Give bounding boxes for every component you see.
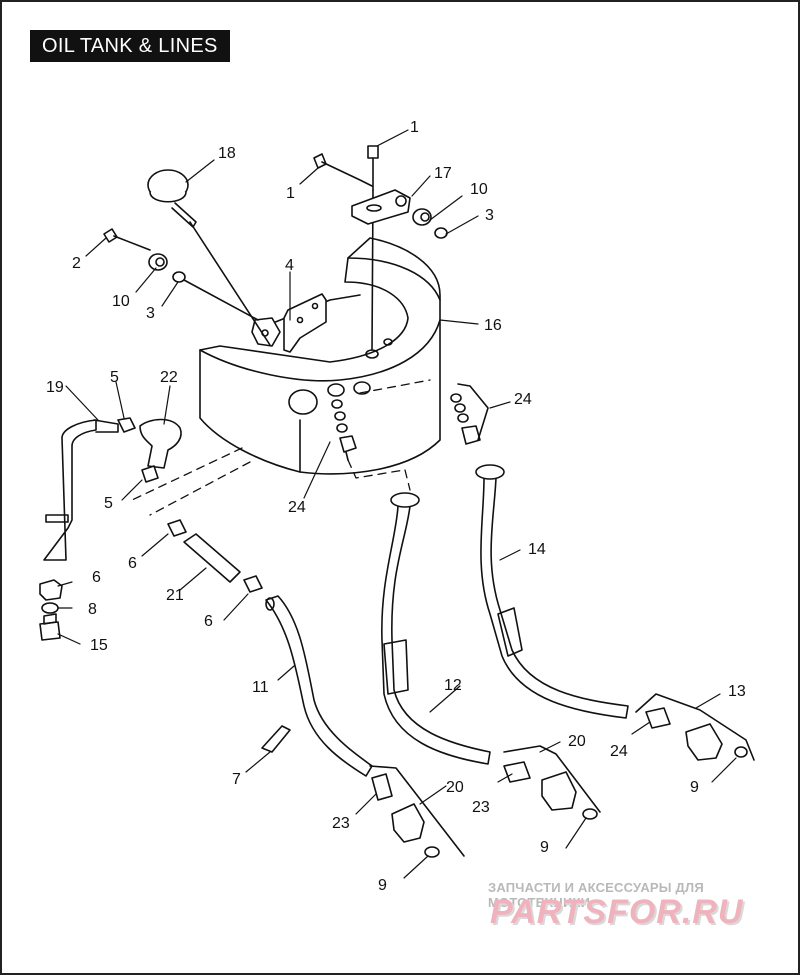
dashed-leaders <box>131 379 431 516</box>
callout-5-lower: 5 <box>104 495 113 512</box>
callout-23-middle: 23 <box>472 799 490 816</box>
watermark-logo: PARTSFOR.RU <box>490 893 744 931</box>
line-14 <box>475 464 629 719</box>
watermark-tagline: ЗАПЧАСТИ И АКСЕССУАРЫ ДЛЯ МОТОТЕХНИКИ <box>488 880 704 910</box>
callout-10-upper: 10 <box>470 181 488 198</box>
callout-11: 11 <box>252 679 269 696</box>
callout-8: 8 <box>88 601 97 618</box>
bracket-4 <box>251 293 327 353</box>
nut-6 <box>39 579 63 601</box>
callout-7: 7 <box>232 771 241 788</box>
callout-20-middle: 20 <box>568 733 586 750</box>
callout-18: 18 <box>218 145 236 162</box>
filler-cap-18 <box>147 169 271 346</box>
callout-12: 12 <box>444 677 462 694</box>
line-12 <box>381 492 491 765</box>
callout-3-lower: 3 <box>146 305 155 322</box>
callout-9-middle: 9 <box>540 839 549 856</box>
line-11 <box>265 595 373 777</box>
callout-14: 14 <box>528 541 546 558</box>
callout-6-upper: 6 <box>128 555 137 572</box>
callout-5-upper: 5 <box>110 369 119 386</box>
callout-13: 13 <box>728 683 746 700</box>
bracket-17 <box>351 189 411 225</box>
callout-23-left: 23 <box>332 815 350 832</box>
grommet-10-lower <box>148 253 168 271</box>
washer-8 <box>41 602 59 614</box>
fitting-group-right <box>635 693 755 761</box>
callout-6-nut: 6 <box>92 569 101 586</box>
clamp-5-lower <box>141 465 159 483</box>
bolt-2 <box>103 228 151 251</box>
hose-22 <box>139 418 182 469</box>
callout-2: 2 <box>72 255 81 272</box>
callout-21: 21 <box>166 587 184 604</box>
callout-19: 19 <box>46 379 64 396</box>
callout-4: 4 <box>285 257 294 274</box>
callout-22: 22 <box>160 369 178 386</box>
callout-9-right: 9 <box>690 779 699 796</box>
grommet-10-upper <box>412 208 432 226</box>
clamp-5-upper <box>117 417 136 433</box>
callout-6-lower: 6 <box>204 613 213 630</box>
callout-labels: 1 1 2 3 3 4 5 5 6 6 6 7 8 9 9 9 10 10 11… <box>46 119 746 894</box>
callout-17: 17 <box>434 165 452 182</box>
fitting-group-lower-middle <box>503 745 601 820</box>
fitting-group-lower-left <box>369 765 465 858</box>
callout-15: 15 <box>90 637 108 654</box>
diagram-title: OIL TANK & LINES <box>30 30 230 62</box>
fitting-stack-24-right <box>450 393 481 445</box>
callout-24-left: 24 <box>288 499 306 516</box>
clamp-6-b <box>243 575 263 593</box>
hose-19 <box>43 419 119 561</box>
spacer-3-lower <box>172 271 259 321</box>
oil-tank <box>199 237 441 475</box>
callout-10-lower: 10 <box>112 293 130 310</box>
callout-3-upper: 3 <box>485 207 494 224</box>
clamp-6-a <box>167 519 187 537</box>
clip-7 <box>261 725 291 753</box>
callout-leaders <box>57 129 737 879</box>
callout-1-angled-bolt: 1 <box>286 185 295 202</box>
callout-9-left: 9 <box>378 877 387 894</box>
fitting-stack-24-left <box>331 399 357 461</box>
bolt-1-angled <box>313 153 373 187</box>
hose-21 <box>183 533 241 583</box>
plug-15 <box>39 613 61 641</box>
callout-20-left: 20 <box>446 779 464 796</box>
callout-24-lower: 24 <box>610 743 628 760</box>
callout-1-vertical-bolt: 1 <box>410 119 419 136</box>
callout-16: 16 <box>484 317 502 334</box>
callout-24-right: 24 <box>514 391 532 408</box>
spacer-3-upper <box>434 227 448 239</box>
